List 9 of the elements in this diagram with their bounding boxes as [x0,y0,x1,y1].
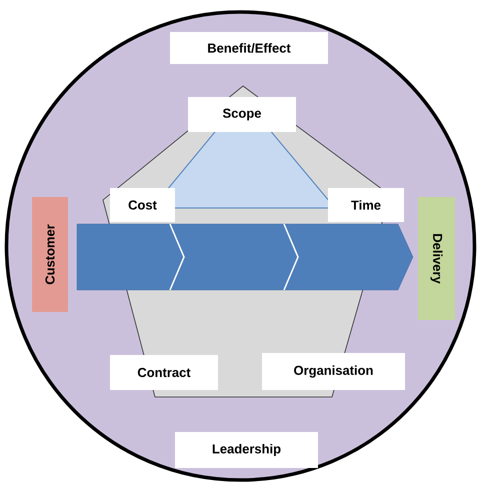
label-box: Scope [188,97,296,132]
label-box: Cost [110,188,175,222]
label-box: Time [328,188,404,222]
side-label-box: Delivery [418,197,455,320]
label-box: Leadership [175,432,318,468]
side-label-box: Customer [32,197,68,312]
label-box: Organisation [262,353,405,390]
label-box: Contract [110,355,218,390]
label-box: Benefit/Effect [170,32,328,64]
